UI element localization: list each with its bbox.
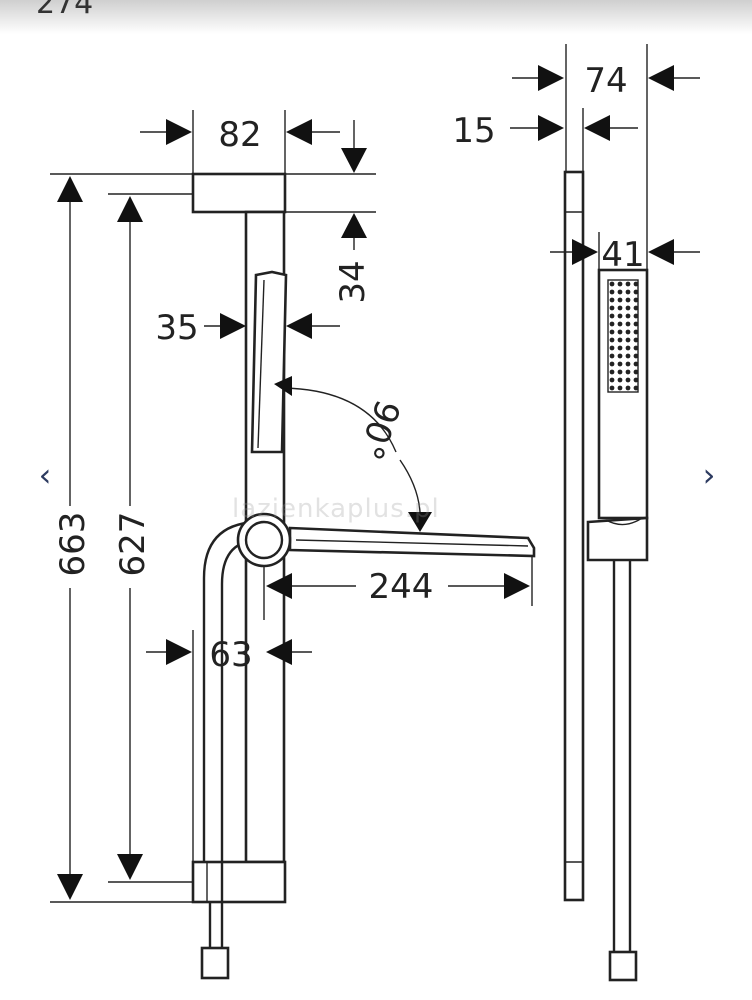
arrow-82-right (286, 119, 312, 145)
label-total-height: 663 (53, 512, 93, 577)
arrow-74-left (538, 65, 564, 91)
arrow-627-bottom (117, 854, 143, 880)
watermark: lazienkaplus.pl (232, 494, 440, 524)
top-shadow (0, 0, 752, 34)
arrow-244-right (504, 573, 530, 599)
arrow-63-right (266, 639, 292, 665)
label-bend-offset: 63 (209, 635, 252, 675)
hose-connector (200, 946, 230, 980)
arrow-663-top (57, 176, 83, 202)
arrow-41-left (572, 239, 598, 265)
holder-edge (257, 279, 265, 449)
arrow-74-right (648, 65, 674, 91)
label-side-depth: 74 (584, 61, 627, 101)
arrow-35-left (220, 313, 246, 339)
arrow-34-top (341, 148, 367, 173)
side-rail (563, 170, 585, 902)
swivel-joint-inner (244, 520, 284, 560)
arrow-35-right (286, 313, 312, 339)
label-holder-width: 82 (218, 115, 261, 155)
arrow-34-bottom (341, 213, 367, 238)
arrow-15-right (584, 115, 610, 141)
side-holder-curve (605, 517, 643, 526)
label-rail-height: 627 (113, 512, 153, 577)
arrow-angle-top (274, 376, 292, 396)
arrow-663-bottom (57, 874, 83, 900)
arrow-63-left (166, 639, 192, 665)
page-number: 274 (36, 0, 94, 21)
arrow-627-top (117, 196, 143, 222)
handshower-nozzle-face (607, 279, 639, 393)
label-handshower-width: 41 (601, 235, 644, 275)
label-holder-gap: 34 (333, 260, 373, 303)
arrow-82-left (166, 119, 192, 145)
shelf-line (295, 539, 529, 547)
angle-arc-top (283, 387, 397, 453)
label-shelf-length: 244 (369, 567, 434, 607)
label-slider-width: 35 (155, 308, 198, 348)
arrow-15-left (538, 115, 564, 141)
arrow-angle-bottom (408, 512, 432, 532)
chevron-right-icon[interactable]: › (702, 456, 716, 494)
angle-arc-bottom (399, 459, 421, 513)
handshower-holder-folded (250, 270, 288, 454)
arrow-244-left (266, 573, 292, 599)
side-hose-connector (608, 950, 638, 982)
chevron-left-icon[interactable]: ‹ (38, 456, 52, 494)
top-wall-holder (191, 172, 287, 214)
front-view: 82 34 35 90° 663 627 244 63 (50, 110, 536, 980)
label-side-rail-depth: 15 (452, 111, 495, 151)
arrow-41-right (648, 239, 674, 265)
label-angle: 90° (349, 395, 407, 465)
shelf-arm (288, 526, 536, 558)
side-holder (586, 516, 649, 562)
side-view: 74 15 41 (452, 44, 700, 982)
